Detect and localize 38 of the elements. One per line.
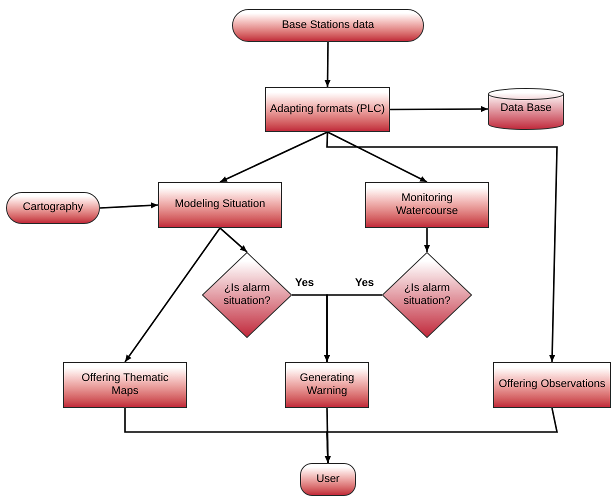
arrow: [326, 132, 558, 362]
node-text: ¿Is alarm situation?: [222, 282, 272, 308]
edge-label: Yes: [354, 278, 375, 289]
database-cylinder: [488, 88, 564, 130]
arrow: [424, 228, 430, 252]
process-box: [285, 362, 369, 408]
node-text: Generating Warning: [298, 372, 356, 398]
node-text: Modeling Situation: [174, 198, 266, 212]
process-box: [365, 182, 489, 228]
arrow: [324, 294, 382, 362]
node-text: Data Base: [499, 102, 553, 116]
arrow: [324, 42, 331, 87]
node-text: Cartography: [22, 201, 84, 215]
arrow: [390, 106, 488, 112]
arrow: [327, 131, 428, 183]
arrow: [219, 227, 248, 253]
arrow: [100, 202, 158, 209]
node-text: Base Stations data: [280, 18, 376, 32]
arrow: [324, 408, 558, 464]
edge-label: Yes: [294, 278, 315, 289]
node-text: Offering Thematic Maps: [80, 372, 170, 398]
node-text: User: [315, 472, 341, 486]
arrow: [220, 131, 328, 183]
node-text: ¿Is alarm situation?: [402, 282, 452, 308]
decision-diamond: [202, 252, 292, 338]
input-terminal: [6, 192, 100, 224]
decision-diamond: [382, 252, 472, 338]
node-text: Monitoring Watercourse: [395, 192, 459, 218]
end-terminal: [300, 463, 356, 496]
process-box: [265, 87, 390, 132]
start-terminal: [232, 9, 424, 42]
arrow: [324, 408, 331, 464]
process-box: [158, 182, 282, 228]
node-text: Offering Observations: [498, 378, 606, 392]
process-box: [63, 362, 187, 408]
process-box: [493, 362, 611, 408]
arrow: [124, 228, 221, 362]
node-text: Adapting formats (PLC): [269, 102, 386, 116]
